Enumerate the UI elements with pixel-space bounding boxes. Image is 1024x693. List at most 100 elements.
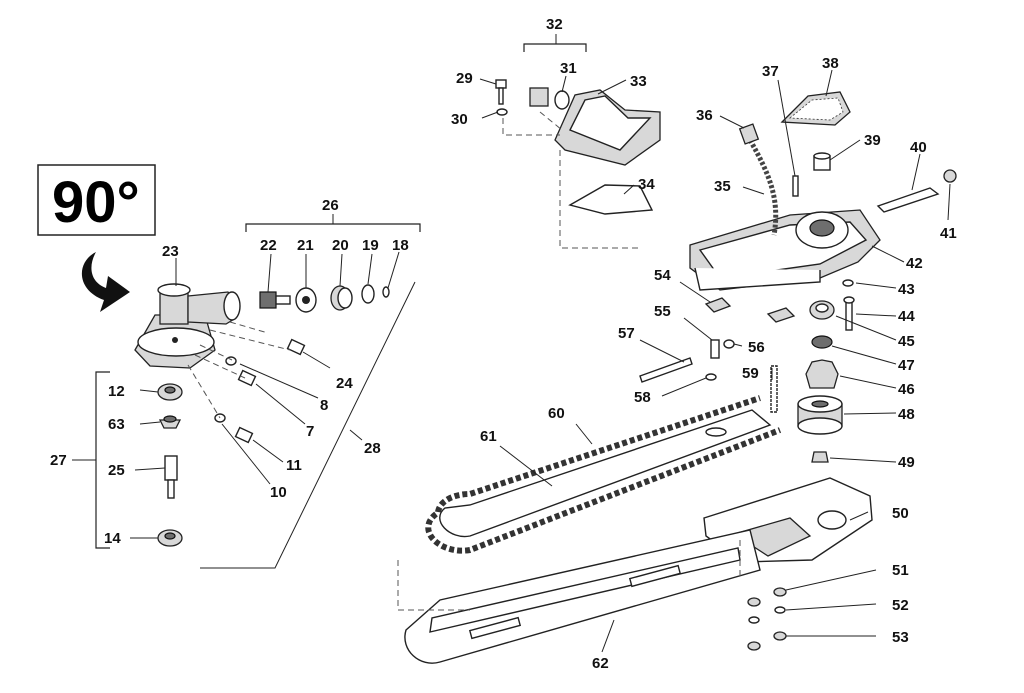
label-34: 34 (638, 176, 655, 193)
bearing-12 (157, 383, 183, 401)
brace-26 (245, 223, 421, 232)
clip-47 (811, 335, 833, 349)
bar-cover-62 (404, 529, 761, 664)
label-61: 61 (480, 428, 497, 445)
guide-bar-61 (439, 409, 772, 538)
screw-44 (843, 296, 855, 331)
slider-54 (704, 297, 732, 313)
angle-box (37, 164, 156, 236)
part-labels: 23 26 22 21 20 19 18 12 63 27 25 14 24 8… (50, 16, 957, 672)
washer-43 (842, 279, 854, 287)
label-63: 63 (108, 416, 125, 433)
label-48: 48 (898, 406, 915, 423)
nut-53 (747, 631, 787, 651)
label-41: 41 (940, 225, 957, 242)
spline-gear-22 (259, 291, 291, 309)
label-24: 24 (336, 375, 353, 392)
screw-29 (495, 79, 507, 105)
bearing-45 (809, 300, 835, 320)
label-23: 23 (162, 243, 179, 260)
screw-7 (237, 369, 257, 387)
label-7: 7 (306, 423, 314, 440)
gasket-34 (568, 184, 654, 215)
label-19: 19 (362, 237, 379, 254)
screw-11 (234, 426, 254, 444)
label-31: 31 (560, 60, 577, 77)
label-30: 30 (451, 111, 468, 128)
label-26: 26 (322, 197, 339, 214)
label-58: 58 (634, 389, 651, 406)
label-39: 39 (864, 132, 881, 149)
housing-42 (689, 209, 881, 291)
label-22: 22 (260, 237, 277, 254)
curved-arrow-icon (81, 252, 130, 312)
label-62: 62 (592, 655, 609, 672)
label-18: 18 (392, 237, 409, 254)
label-37: 37 (762, 63, 779, 80)
label-53: 53 (892, 629, 909, 646)
angle-callout: 90° (37, 164, 156, 312)
nut-56 (723, 339, 735, 349)
label-55: 55 (654, 303, 671, 320)
label-44: 44 (898, 308, 915, 325)
slider-54b (766, 307, 796, 323)
label-50: 50 (892, 505, 909, 522)
brace-32 (523, 43, 587, 52)
label-14: 14 (104, 530, 121, 547)
label-43: 43 (898, 281, 915, 298)
pin-37 (792, 175, 799, 197)
label-59: 59 (742, 365, 759, 382)
group-28-outline (200, 281, 416, 569)
washer-30 (496, 108, 508, 116)
label-40: 40 (910, 139, 927, 156)
adjuster-40 (876, 169, 957, 213)
gear-head-23 (134, 283, 241, 369)
plug-31-fitting (529, 87, 570, 110)
screw-24 (286, 338, 331, 369)
label-25: 25 (108, 462, 125, 479)
washer-8 (225, 356, 237, 366)
bushing-21 (295, 287, 317, 313)
label-32: 32 (546, 16, 563, 33)
label-11: 11 (286, 457, 302, 474)
bearing-20 (330, 285, 353, 311)
washer-58 (705, 373, 717, 381)
label-10: 10 (270, 484, 287, 501)
nozzle-36 (738, 123, 760, 145)
label-35: 35 (714, 178, 731, 195)
label-60: 60 (548, 405, 565, 422)
label-8: 8 (320, 397, 328, 414)
cap-39 (813, 152, 831, 171)
cover-33 (554, 89, 661, 166)
label-42: 42 (906, 255, 923, 272)
label-12: 12 (108, 383, 125, 400)
pin-55 (710, 339, 720, 359)
ring-19 (361, 284, 375, 304)
drum-48 (797, 395, 843, 435)
tube-35 (747, 138, 779, 236)
label-45: 45 (898, 333, 915, 350)
label-36: 36 (696, 107, 713, 124)
label-46: 46 (898, 381, 915, 398)
stud-59 (770, 365, 778, 413)
label-21: 21 (297, 237, 314, 254)
label-51: 51 (892, 562, 909, 579)
ring-18 (382, 286, 390, 298)
angle-label: 90° (52, 170, 140, 235)
label-28: 28 (364, 440, 381, 457)
label-56: 56 (748, 339, 765, 356)
nut-51 (747, 587, 787, 607)
label-33: 33 (630, 73, 647, 90)
sprocket-46 (805, 359, 839, 389)
label-38: 38 (822, 55, 839, 72)
bolt-57 (639, 357, 693, 383)
label-52: 52 (892, 597, 909, 614)
nut-49 (811, 451, 829, 463)
washer-52 (748, 606, 786, 624)
shaft-25 (164, 455, 178, 499)
nut-63 (158, 415, 182, 429)
label-20: 20 (332, 237, 349, 254)
label-54: 54 (654, 267, 671, 284)
filter-38 (780, 91, 851, 126)
